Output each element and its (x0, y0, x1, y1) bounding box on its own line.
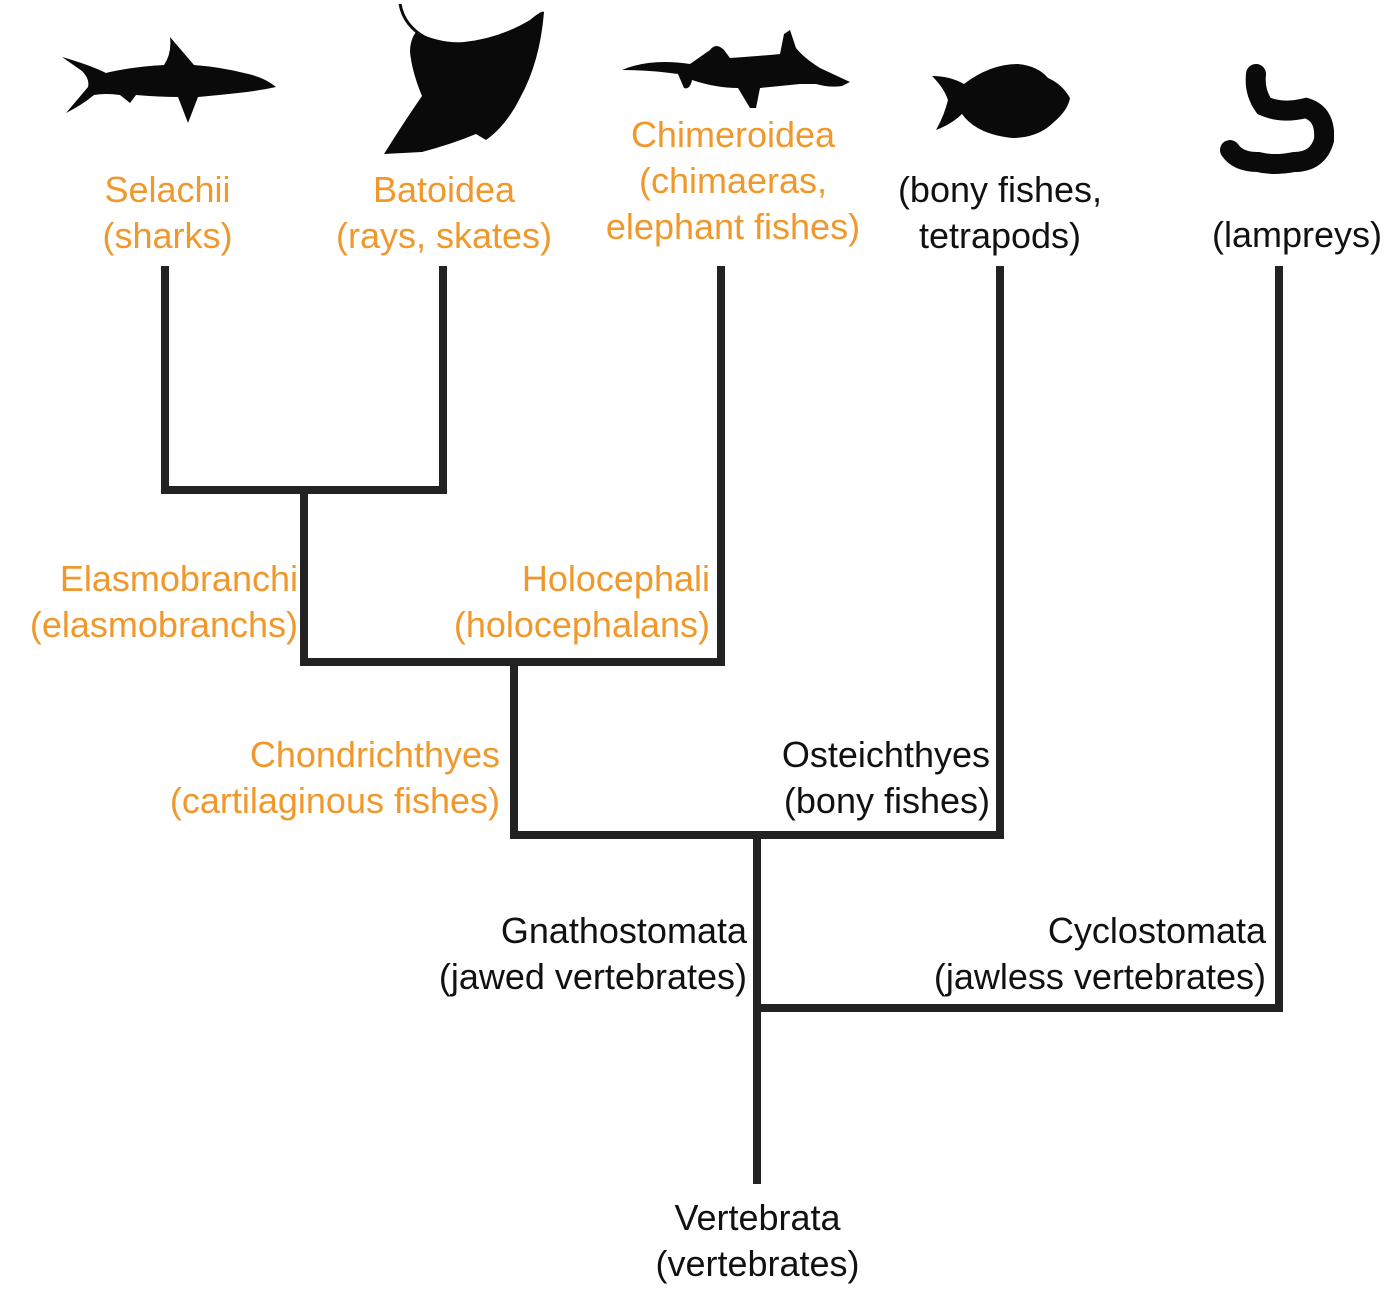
batoidea-name: Batoidea (372, 169, 516, 210)
manta-ray-silhouette-icon (384, 3, 544, 154)
bony-common-line2: tetrapods) (918, 215, 1082, 256)
gnathostomata-name: Gnathostomata (500, 910, 747, 951)
chimeroidea-name: Chimeroidea (630, 114, 836, 155)
label-bony-tetrapods: (bony fishes, tetrapods) (880, 167, 1120, 259)
chondrichthyes-common: (cartilaginous fishes) (169, 780, 500, 821)
selachii-common: (sharks) (102, 215, 233, 256)
label-gnathostomata: Gnathostomata (jawed vertebrates) (395, 908, 747, 1000)
bony-common-line1: (bony fishes, (897, 169, 1103, 210)
holocephali-common: (holocephalans) (453, 604, 710, 645)
label-osteichthyes: Osteichthyes (bony fishes) (730, 732, 990, 824)
lamprey-silhouette-icon (1220, 64, 1334, 174)
osteichthyes-common: (bony fishes) (783, 780, 990, 821)
chimeroidea-common-line1: (chimaeras, (638, 160, 828, 201)
label-batoidea: Batoidea (rays, skates) (315, 167, 573, 259)
chimeroidea-common-line2: elephant fishes) (605, 206, 861, 247)
chimaera-silhouette-icon (622, 30, 850, 108)
vertebrata-common: (vertebrates) (655, 1243, 860, 1284)
elasmobranchi-name: Elasmobranchi (59, 558, 298, 599)
label-lampreys: (lampreys) (1200, 212, 1394, 258)
label-chimeroidea: Chimeroidea (chimaeras, elephant fishes) (588, 112, 878, 250)
vertebrata-name: Vertebrata (674, 1197, 841, 1238)
holocephali-name: Holocephali (521, 558, 710, 599)
osteichthyes-name: Osteichthyes (781, 734, 990, 775)
gnathostomata-common: (jawed vertebrates) (438, 956, 747, 997)
label-vertebrata: Vertebrata (vertebrates) (620, 1195, 895, 1287)
label-chondrichthyes: Chondrichthyes (cartilaginous fishes) (120, 732, 500, 824)
label-cyclostomata: Cyclostomata (jawless vertebrates) (890, 908, 1266, 1000)
bony-fish-silhouette-icon (932, 64, 1070, 138)
label-holocephali: Holocephali (holocephalans) (410, 556, 710, 648)
label-selachii: Selachii (sharks) (60, 167, 275, 259)
elasmobranchi-common: (elasmobranchs) (29, 604, 298, 645)
batoidea-common: (rays, skates) (335, 215, 553, 256)
shark-silhouette-icon (62, 37, 276, 123)
selachii-name: Selachii (104, 169, 231, 210)
cyclostomata-common: (jawless vertebrates) (933, 956, 1266, 997)
chondrichthyes-name: Chondrichthyes (249, 734, 500, 775)
lampreys-common: (lampreys) (1211, 214, 1382, 255)
label-elasmobranchi: Elasmobranchi (elasmobranchs) (0, 556, 298, 648)
cyclostomata-name: Cyclostomata (1047, 910, 1266, 951)
